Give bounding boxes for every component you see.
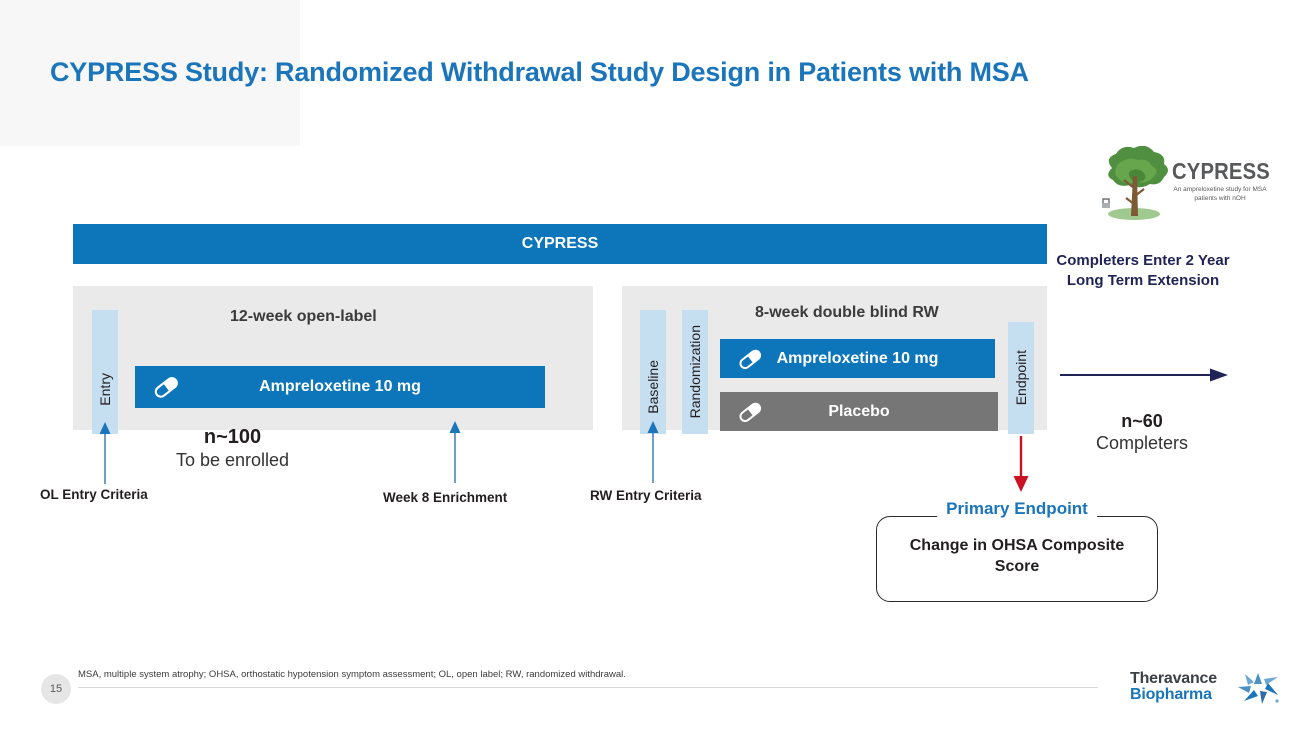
page-title: CYPRESS Study: Randomized Withdrawal Stu… xyxy=(50,57,1029,87)
theravance-logo-line2: Biopharma xyxy=(1130,686,1212,703)
completers-sub: Completers xyxy=(1095,432,1189,453)
enrollment-n: n~100 xyxy=(203,426,262,448)
capsule-icon xyxy=(739,349,762,369)
cypress-logo: CYPRESS An ampreloxetine study for MSA p… xyxy=(1088,146,1270,222)
theravance-logo-line1: Theravance xyxy=(1130,670,1217,687)
baseline-column-label: Baseline xyxy=(645,360,661,414)
capsule-icon xyxy=(154,377,178,398)
entry-column: Entry xyxy=(92,310,118,434)
ol-entry-arrow xyxy=(98,422,112,484)
background-band xyxy=(0,0,300,146)
pinwheel-icon xyxy=(1238,673,1279,704)
rw-phase-title: 8-week double blind RW xyxy=(755,304,939,321)
completers-n: n~60 xyxy=(1121,411,1163,431)
primary-endpoint-text: Change in OHSA Composite Score xyxy=(909,537,1125,575)
rw-placebo-arm-bar: Placebo xyxy=(720,392,998,431)
capsule-icon xyxy=(739,402,762,422)
rw-active-arm-label: Ampreloxetine 10 mg xyxy=(776,349,939,367)
cypress-banner: CYPRESS xyxy=(73,224,1047,264)
rw-active-arm-bar: Ampreloxetine 10 mg xyxy=(720,339,995,378)
week8-enrichment-arrow xyxy=(448,421,462,483)
primary-endpoint-callout: Primary Endpoint Change in OHSA Composit… xyxy=(876,499,1158,602)
long-term-extension-note: Completers Enter 2 Year Long Term Extens… xyxy=(1056,252,1230,289)
randomization-column: Randomization xyxy=(682,310,708,434)
rw-entry-criteria-label: RW Entry Criteria xyxy=(590,488,702,503)
week8-enrichment-label: Week 8 Enrichment xyxy=(383,490,508,505)
enrollment-sub: To be enrolled xyxy=(175,449,290,470)
ol-entry-criteria-label: OL Entry Criteria xyxy=(40,487,148,502)
randomization-column-label: Randomization xyxy=(687,325,703,419)
rw-placebo-arm-label: Placebo xyxy=(828,402,890,420)
cypress-logo-wordmark: CYPRESS xyxy=(1172,158,1270,184)
entry-column-label: Entry xyxy=(97,372,113,406)
endpoint-column-label: Endpoint xyxy=(1013,350,1029,406)
tree-icon xyxy=(1102,146,1168,220)
primary-endpoint-legend: Primary Endpoint xyxy=(937,499,1097,519)
endpoint-column: Endpoint xyxy=(1008,322,1034,434)
footnote: MSA, multiple system atrophy; OHSA, orth… xyxy=(78,669,626,680)
open-label-phase-title: 12-week open-label xyxy=(230,308,377,325)
long-term-extension-arrow xyxy=(1060,367,1228,383)
enrollment-note: n~100 To be enrolled xyxy=(150,426,315,471)
cypress-logo-tagline: An ampreloxetine study for MSA patients … xyxy=(1173,186,1267,202)
cypress-banner-label: CYPRESS xyxy=(521,235,599,252)
open-label-treatment-bar: Ampreloxetine 10 mg xyxy=(135,366,545,408)
theravance-logo: Theravance Biopharma xyxy=(1130,670,1282,710)
slide-number: 15 xyxy=(41,674,71,704)
baseline-column: Baseline xyxy=(640,310,666,434)
primary-endpoint-arrow xyxy=(1012,436,1030,492)
open-label-treatment-label: Ampreloxetine 10 mg xyxy=(259,378,421,395)
completers-note: n~60 Completers xyxy=(1052,411,1232,454)
rw-entry-arrow xyxy=(646,421,660,483)
footer-divider xyxy=(78,687,1098,688)
